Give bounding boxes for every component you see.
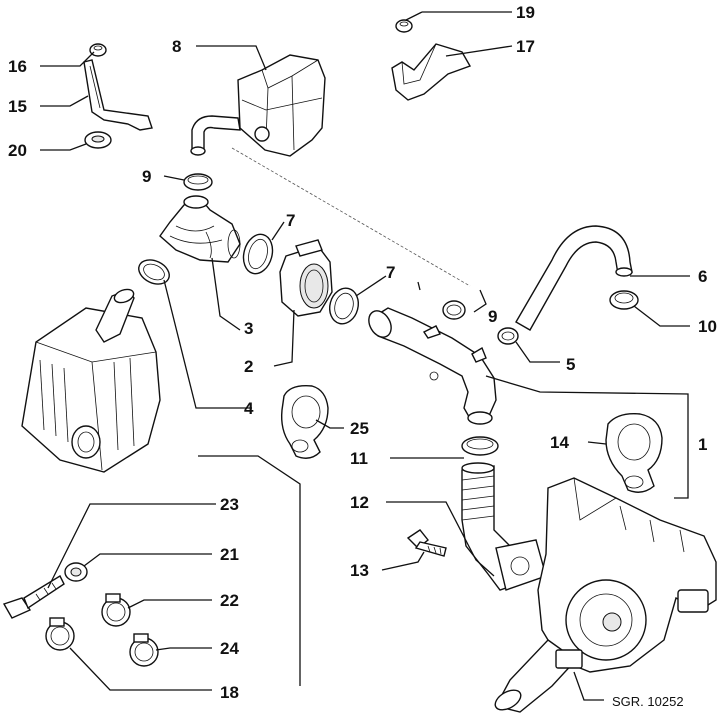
- label-8: 8: [172, 37, 181, 56]
- leader-lines: [40, 11, 690, 701]
- label-9-upper: 9: [142, 167, 151, 186]
- part-5-clamp: [497, 327, 519, 345]
- label-3: 3: [244, 319, 253, 338]
- label-18: 18: [220, 683, 239, 702]
- part-18-clamp: [45, 617, 75, 651]
- group-line-kit: [198, 455, 301, 686]
- label-21: 21: [220, 545, 239, 564]
- part-17-bracket: [391, 43, 472, 101]
- part-1-intake-pipe: [368, 307, 497, 425]
- label-19: 19: [516, 3, 535, 22]
- part-13-bolt: [406, 529, 447, 557]
- part-7-clamp-right: [328, 287, 360, 325]
- reference-code: SGR. 10252: [612, 694, 684, 709]
- part-4-clamp: [138, 259, 170, 285]
- turbocharger: [494, 477, 717, 713]
- breather-path-dashed: [231, 147, 471, 287]
- part-22-clamp: [101, 593, 131, 627]
- part-11-clamp: [461, 436, 499, 456]
- part-25-bracket: [280, 385, 329, 459]
- label-7-right: 7: [386, 263, 395, 282]
- label-22: 22: [220, 591, 239, 610]
- label-23: 23: [220, 495, 239, 514]
- part-9-clamp-lower: [442, 300, 466, 320]
- part-20-grommet: [84, 131, 112, 149]
- label-9-lower: 9: [488, 307, 497, 326]
- part-19-nut: [395, 19, 413, 33]
- part-14-bracket: [605, 413, 663, 493]
- label-13: 13: [350, 561, 369, 580]
- label-24: 24: [220, 639, 239, 658]
- part-10-clamp: [609, 290, 639, 310]
- air-filter-housing: [21, 288, 161, 473]
- label-11: 11: [350, 449, 368, 468]
- label-20: 20: [8, 141, 27, 160]
- label-7-left: 7: [286, 211, 295, 230]
- part-6-breather-hose: [515, 225, 633, 331]
- part-2-flow-meter: [279, 239, 333, 317]
- part-21-nut: [64, 562, 88, 582]
- label-4: 4: [244, 399, 254, 418]
- label-1: 1: [698, 435, 707, 454]
- label-17: 17: [516, 37, 535, 56]
- label-14: 14: [550, 433, 569, 452]
- label-2: 2: [244, 357, 253, 376]
- part-3-elbow-hose: [159, 195, 241, 263]
- part-8-resonator-box: [190, 54, 326, 157]
- label-6: 6: [698, 267, 707, 286]
- part-15-bracket: [83, 59, 153, 131]
- part-23-bolt: [2, 575, 65, 619]
- part-16-nut: [89, 43, 107, 57]
- label-16: 16: [8, 57, 27, 76]
- part-9-clamp-upper: [183, 173, 213, 191]
- label-12: 12: [350, 493, 369, 512]
- part-24-clamp: [129, 633, 159, 667]
- label-10: 10: [698, 317, 717, 336]
- part-12-corrugated-hose: [461, 462, 547, 591]
- part-7-clamp-left: [242, 233, 274, 275]
- label-5: 5: [566, 355, 575, 374]
- label-25: 25: [350, 419, 369, 438]
- label-15: 15: [8, 97, 27, 116]
